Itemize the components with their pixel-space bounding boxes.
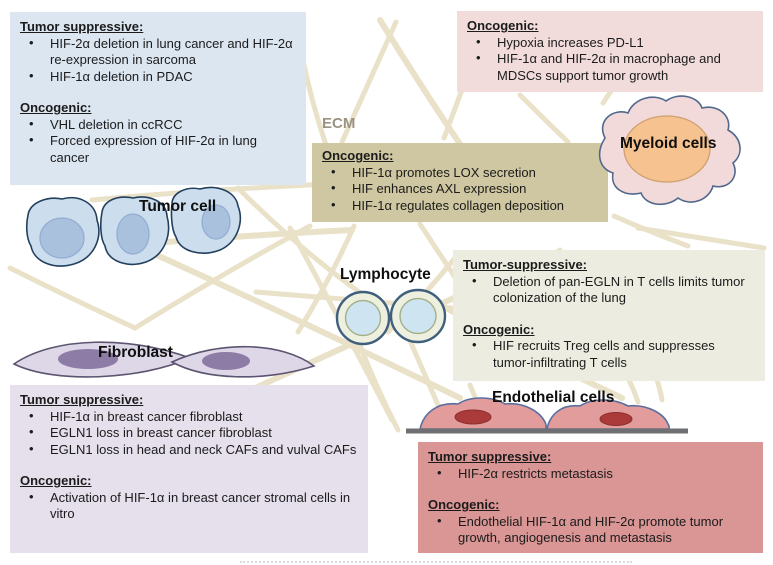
section-heading: Oncogenic: [428,497,500,512]
bullet-list: Hypoxia increases PD-L1HIF-1α and HIF-2α… [467,34,753,85]
bullet-item: HIF-1α promotes LOX secretion [322,164,598,182]
tumor-cell-annotation-box: Tumor suppressive: HIF-2α deletion in lu… [10,12,306,185]
bullet-item: Activation of HIF-1α in breast cancer st… [20,489,358,523]
cropped-caption-remnant [240,561,632,565]
lymphocyte-annotation-box: Tumor-suppressive: Deletion of pan-EGLN … [453,250,765,381]
lymphocyte-cells-illustration [335,288,447,346]
bullet-item: HIF-1α in breast cancer fibroblast [20,408,358,426]
section-heading: Oncogenic: [467,18,539,33]
bullet-item: Hypoxia increases PD-L1 [467,34,753,52]
bullet-item: EGLN1 loss in breast cancer fibroblast [20,424,358,442]
ecm-label: ECM [322,115,356,132]
bullet-list: HIF recruits Treg cells and suppresses t… [463,337,755,371]
section-heading: Oncogenic: [20,473,92,488]
bullet-list: Activation of HIF-1α in breast cancer st… [20,489,358,523]
tumor-cell-label: Tumor cell [139,198,217,215]
bullet-item: EGLN1 loss in head and neck CAFs and vul… [20,441,358,459]
bullet-list: Endothelial HIF-1α and HIF-2α promote tu… [428,513,753,547]
section-heading: Oncogenic: [463,321,535,337]
ecm-annotation-box: Oncogenic: HIF-1α promotes LOX secretion… [312,143,608,222]
bullet-list: HIF-2α deletion in lung cancer and HIF-2… [20,35,296,86]
fibroblast-label: Fibroblast [98,344,173,361]
bullet-item: Endothelial HIF-1α and HIF-2α promote tu… [428,513,753,547]
bullet-item: HIF-1α regulates collagen deposition [322,197,598,215]
section-heading: Tumor suppressive: [20,392,144,407]
bullet-item: Forced expression of HIF-2α in lung canc… [20,132,296,166]
bullet-item: HIF-2α deletion in lung cancer and HIF-2… [20,35,296,69]
myeloid-cells-label: Myeloid cells [620,135,717,152]
bullet-item: HIF-1α deletion in PDAC [20,68,296,86]
bullet-item: Deletion of pan-EGLN in T cells limits t… [463,273,755,307]
bullet-list: VHL deletion in ccRCCForced expression o… [20,116,296,167]
bullet-item: HIF-2α restricts metastasis [428,465,753,483]
section-heading: Tumor suppressive: [20,19,144,34]
endothelial-annotation-box: Tumor suppressive: HIF-2α restricts meta… [418,442,763,553]
section-heading: Oncogenic: [322,148,394,163]
section-heading: Oncogenic: [20,100,92,115]
myeloid-annotation-box: Oncogenic: Hypoxia increases PD-L1HIF-1α… [457,11,763,92]
fibroblast-annotation-box: Tumor suppressive: HIF-1α in breast canc… [10,385,368,553]
lymphocyte-label: Lymphocyte [340,266,431,283]
bullet-item: HIF enhances AXL expression [322,180,598,198]
section-heading: Tumor suppressive: [428,449,552,464]
bullet-list: HIF-1α promotes LOX secretionHIF enhance… [322,164,598,215]
bullet-list: HIF-1α in breast cancer fibroblastEGLN1 … [20,408,358,459]
bullet-item: VHL deletion in ccRCC [20,116,296,134]
bullet-list: Deletion of pan-EGLN in T cells limits t… [463,273,755,307]
bullet-item: HIF recruits Treg cells and suppresses t… [463,337,755,371]
section-heading: Tumor-suppressive: [463,257,588,272]
bullet-list: HIF-2α restricts metastasis [428,465,753,483]
endothelial-cells-label: Endothelial cells [492,389,615,406]
bullet-item: HIF-1α and HIF-2α in macrophage and MDSC… [467,50,753,84]
